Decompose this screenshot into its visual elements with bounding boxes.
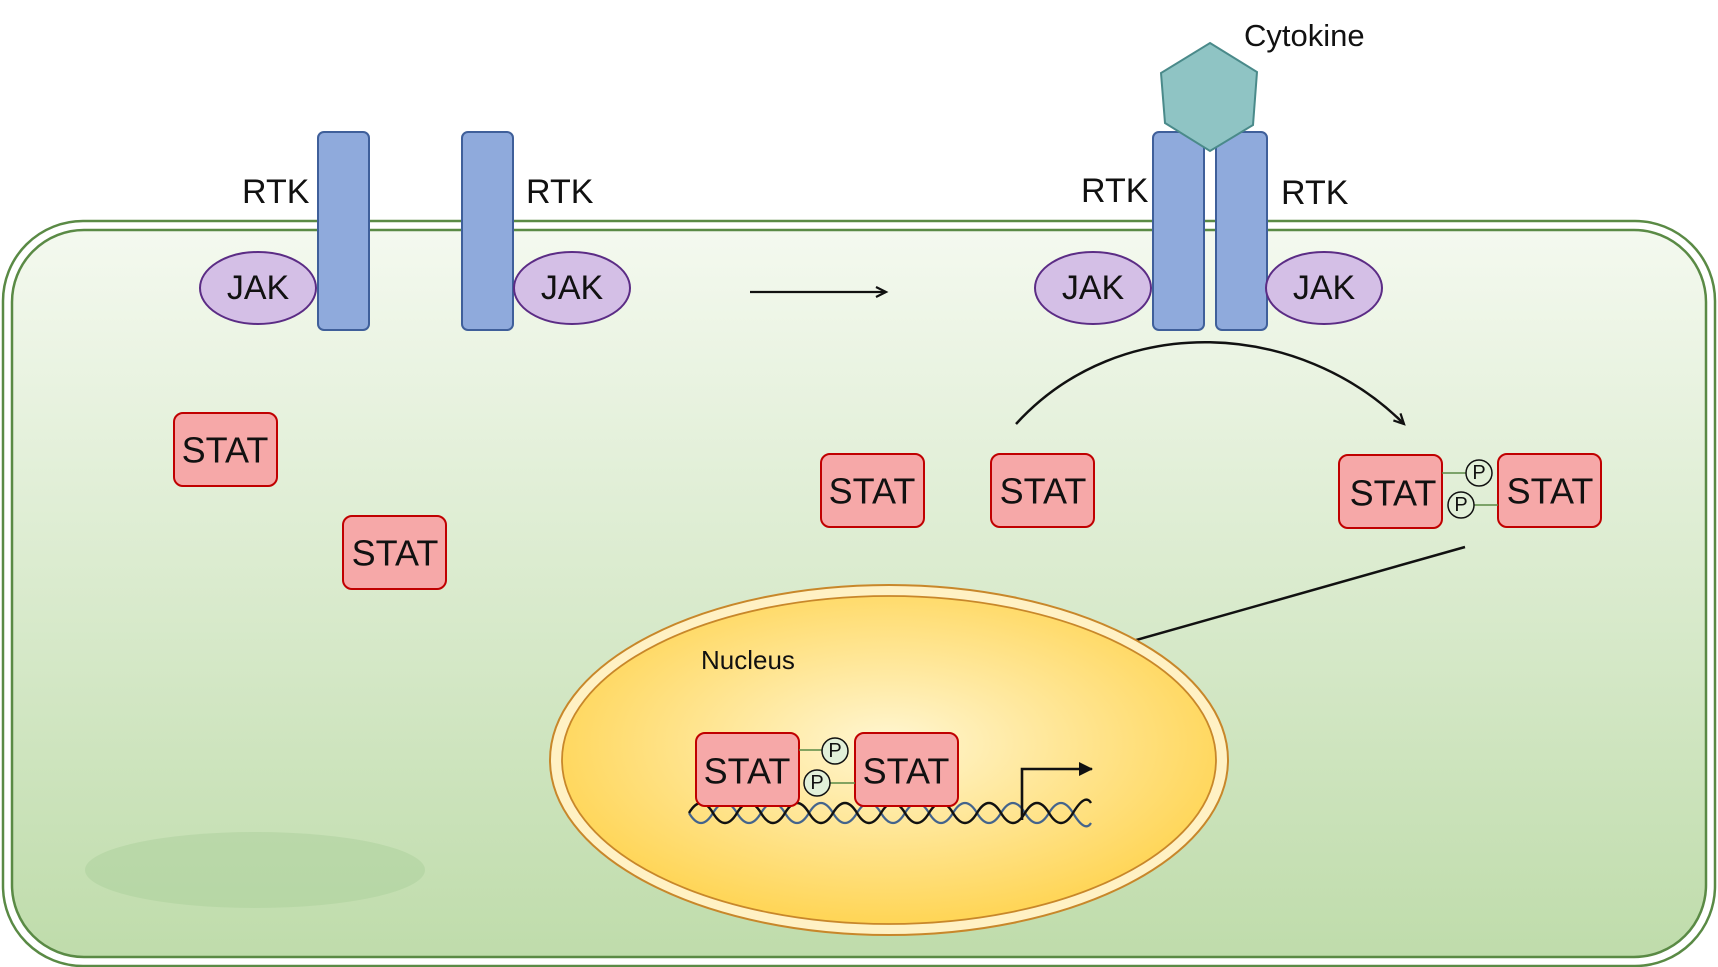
rtk-label: RTK (1081, 172, 1149, 210)
stat-free: STAT (173, 412, 278, 487)
stat-dimer-cytoplasm: STAT STAT P P (1338, 453, 1602, 529)
phospho-group (821, 737, 849, 765)
stat-label: STAT (829, 471, 916, 512)
stat-box (820, 453, 925, 528)
jak-oval (1265, 251, 1383, 325)
stat-recruited: STAT (990, 453, 1095, 528)
jak-label: JAK (227, 269, 290, 307)
dna-strand-blue (688, 801, 1092, 828)
jak-oval (199, 251, 317, 325)
rtk-label: RTK (242, 173, 310, 211)
stat-box (695, 732, 800, 807)
stat-box (1338, 454, 1443, 529)
phospho-label: P (1454, 494, 1467, 516)
rtk-bar (1152, 131, 1205, 331)
stat-label: STAT (1350, 473, 1437, 514)
jak-label: JAK (1062, 269, 1125, 307)
jak-label: JAK (541, 269, 604, 307)
phosphorylation-arrow (1015, 341, 1406, 426)
rtk-label: RTK (1281, 174, 1349, 212)
stat-label: STAT (352, 533, 439, 574)
stat-label: STAT (182, 430, 269, 471)
stat-recruited: STAT (820, 453, 925, 528)
rtk-bar (1215, 131, 1268, 331)
stat-label: STAT (1507, 471, 1594, 512)
active-receptor-complex: Cytokine JAK JAK RTK RTK (1034, 18, 1383, 331)
phospho-group (1447, 491, 1475, 519)
phospho-group (803, 769, 831, 797)
cytokine-hexagon (1159, 41, 1259, 153)
phospho-label: P (1472, 462, 1485, 484)
nucleus: Nucleus STAT STAT P P (549, 584, 1229, 936)
inactive-receptor-right: JAK RTK (461, 131, 631, 331)
cell-membrane (1, 219, 1717, 967)
jak-oval (1034, 251, 1152, 325)
stat-box (1497, 453, 1602, 528)
transcription-start-arrow (1020, 762, 1093, 820)
cytoplasm-shadow (85, 832, 425, 908)
stat-box (173, 412, 278, 487)
nucleus-label: Nucleus (701, 645, 795, 675)
cytokine-label: Cytokine (1244, 18, 1365, 53)
stat-free: STAT (342, 515, 447, 590)
inactive-receptor-left: JAK RTK (199, 131, 370, 331)
jak-label: JAK (1293, 269, 1356, 307)
stat-box (854, 732, 959, 807)
phospho-group (1465, 459, 1493, 487)
rtk-label: RTK (526, 173, 594, 211)
rtk-bar (461, 131, 514, 331)
stat-label: STAT (1000, 471, 1087, 512)
phospho-label: P (828, 740, 841, 762)
stat-box (342, 515, 447, 590)
phospho-label: P (810, 772, 823, 794)
stat-label: STAT (704, 751, 791, 792)
rtk-bar (317, 131, 370, 331)
stat-box (990, 453, 1095, 528)
jak-oval (513, 251, 631, 325)
stat-label: STAT (863, 751, 950, 792)
